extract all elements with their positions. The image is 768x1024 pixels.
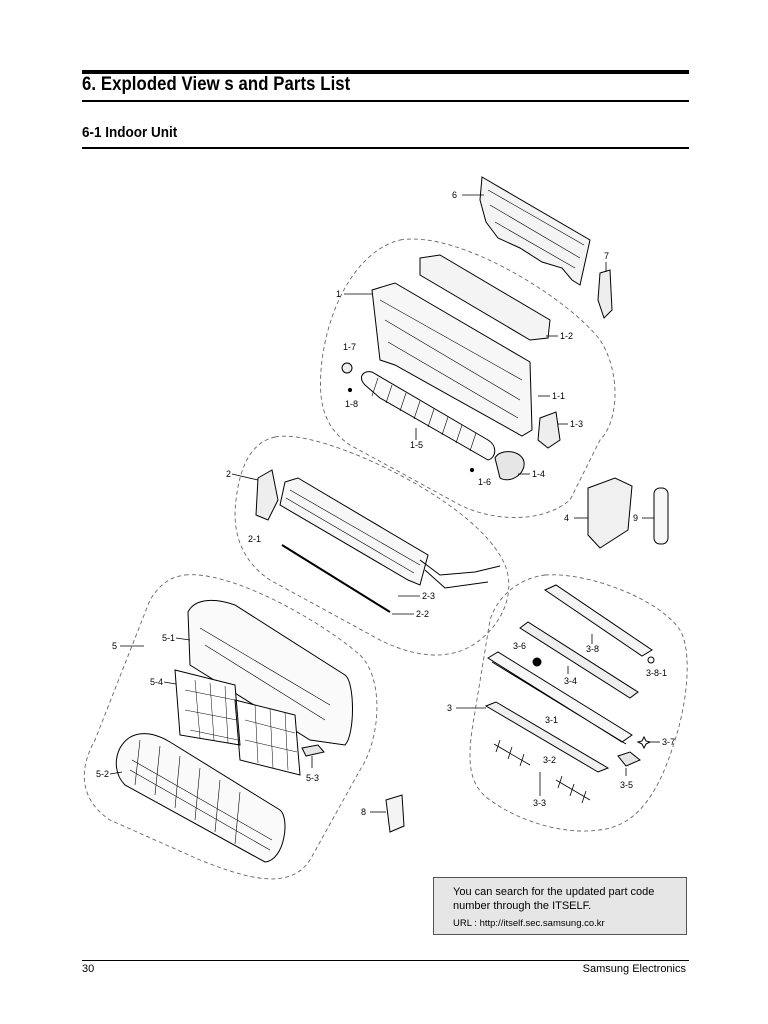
callout-6: 6 [452,190,457,200]
part-1-8-screw [347,387,353,393]
callout-1-5: 1-5 [410,440,423,450]
callout-5: 5 [112,641,117,651]
part-5-4-air-filter [174,669,301,776]
callout-1-6: 1-6 [478,477,491,487]
callout-2-2: 2-2 [416,609,429,619]
callout-1-1: 1-1 [552,391,565,401]
part-1-2-top-cover [419,254,551,341]
part-3-6-knob [532,657,542,667]
callout-9: 9 [633,513,638,523]
part-3-7-star [636,735,652,750]
part-3-3-louvers [493,739,591,804]
callout-3: 3 [447,703,452,713]
callout-1-4: 1-4 [532,469,545,479]
callout-3-1: 3-1 [545,715,558,725]
note-line-2: number through the ITSELF. [453,900,592,912]
callout-2-3: 2-3 [422,591,435,601]
callout-3-4: 3-4 [564,676,577,686]
callout-4: 4 [564,513,569,523]
callout-5-4: 5-4 [150,677,163,687]
note-url: URL : http://itself.sec.samsung.co.kr [453,918,605,929]
page-number: 30 [82,963,95,975]
part-3-2-tray [484,701,610,773]
part-5-1-front-panel [187,599,353,746]
callout-3-6: 3-6 [513,641,526,651]
callout-3-8-1: 3-8-1 [646,668,667,678]
part-6-mounting-plate [479,176,591,286]
callout-2: 2 [226,469,231,479]
note-line-1: You can search for the updated part code [453,886,655,898]
callout-5-2: 5-2 [96,769,109,779]
callout-1-7: 1-7 [343,342,356,352]
callout-1: 1 [336,289,341,299]
part-1-6-screw [469,467,475,473]
part-1-7-bearing [341,362,353,374]
group-outline-3 [469,574,688,832]
part-2-3-refrigerant-pipe [419,559,501,589]
part-2-evaporator [279,477,429,586]
part-1-4-fan-motor [494,451,525,481]
footer-brand: Samsung Electronics [582,963,686,975]
callout-1-3: 1-3 [570,419,583,429]
callout-1-2: 1-2 [560,331,573,341]
callout-1-8: 1-8 [345,399,358,409]
callout-5-3: 5-3 [306,773,319,783]
part-4-control-box [587,477,633,549]
subsection-rule [82,147,689,149]
callout-3-7: 3-7 [662,737,675,747]
callout-3-3: 3-3 [533,798,546,808]
callout-8: 8 [361,807,366,817]
callout-3-5: 3-5 [620,780,633,790]
callout-5-1: 5-1 [162,633,175,643]
title-top-rule [82,70,689,74]
part-3-8-1-cap [647,656,655,664]
title-bottom-rule [82,100,689,102]
part-3-4-rail [519,621,639,699]
part-3-1-frame [487,651,633,745]
subsection-title: 6-1 Indoor Unit [82,124,178,141]
part-9-remote-control [653,487,669,545]
part-8-cover [385,794,405,833]
group-outline-2 [234,435,510,656]
part-3-5-clip [617,751,641,767]
part-1-3-bracket [537,411,561,449]
group-outline-5 [83,574,378,880]
part-7-bracket [597,269,613,319]
itself-info-box: You can search for the updated part code… [433,877,687,935]
footer-rule [82,960,689,961]
callout-7: 7 [604,251,609,261]
part-1-5-cross-flow-fan [361,371,496,461]
callout-2-1: 2-1 [248,534,261,544]
part-2-2-drain-hose [281,544,391,613]
part-3-8-pipe [543,584,653,657]
part-5-2-front-grille [115,733,286,863]
part-5-3-small-part [301,744,325,757]
callout-3-8: 3-8 [586,644,599,654]
section-title: 6. Exploded View s and Parts List [82,74,351,95]
callout-3-2: 3-2 [543,755,556,765]
part-2-1-holder [255,469,279,521]
